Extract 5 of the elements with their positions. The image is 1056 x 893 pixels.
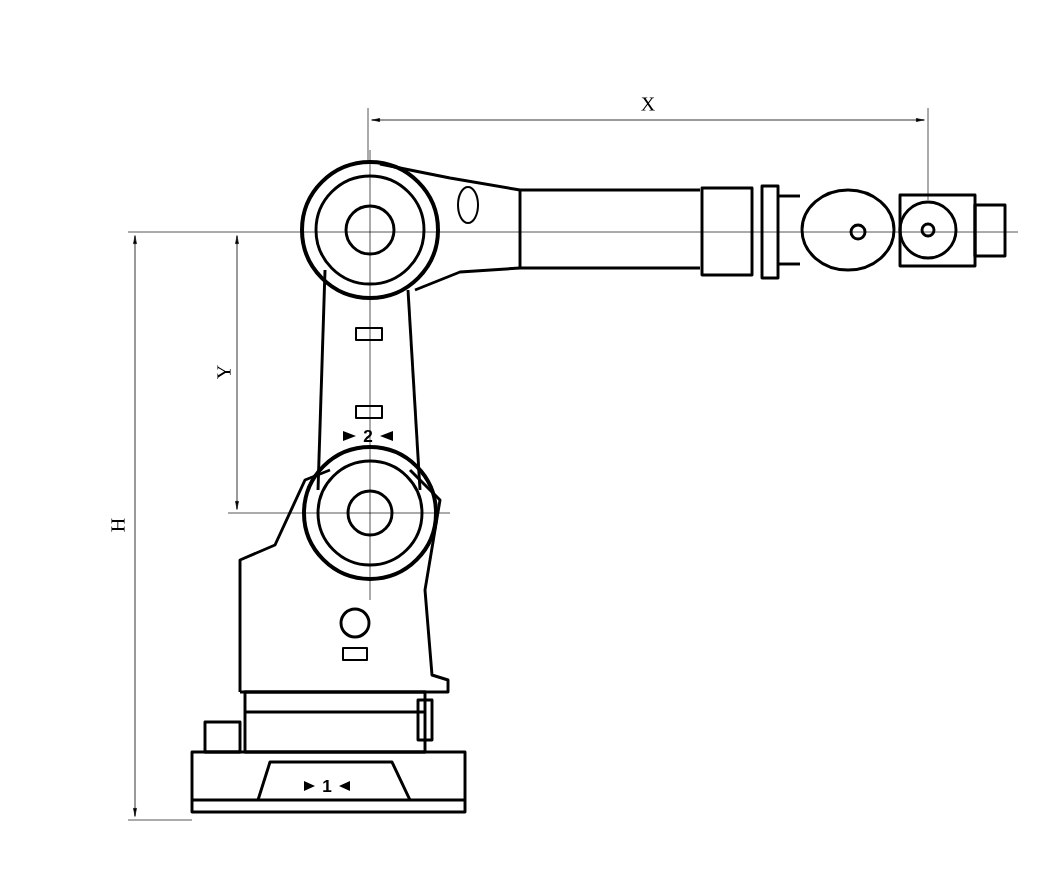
dimension-label: Y [217, 365, 231, 379]
dimension-label: H [111, 518, 125, 532]
axis-number: 1 [323, 780, 332, 792]
dimension-label: X [641, 97, 655, 111]
axis-number: 2 [363, 429, 373, 443]
